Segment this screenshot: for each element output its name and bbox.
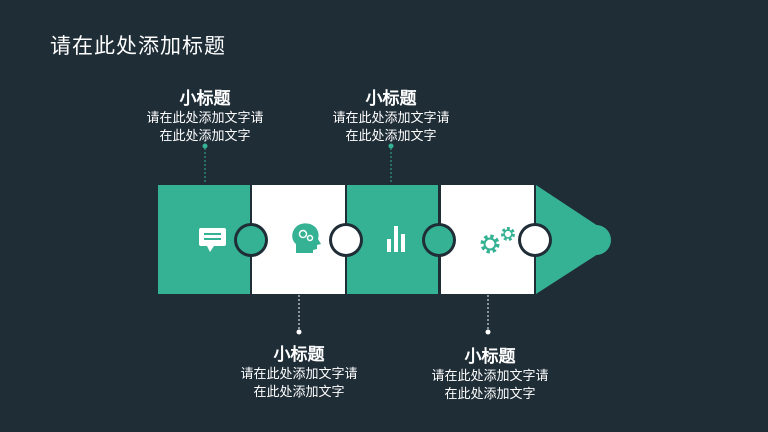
step-4-label: 小标题 请在此处添加文字请 在此处添加文字 xyxy=(415,346,565,404)
connector-dot-3 xyxy=(388,143,394,149)
arrow-tip xyxy=(581,225,611,255)
connector-dot-2 xyxy=(296,329,302,335)
step-2-text-line1: 请在此处添加文字请 xyxy=(240,367,358,382)
connector-dot-1 xyxy=(202,143,208,149)
connector-dot-4 xyxy=(485,329,491,335)
step-3-heading: 小标题 xyxy=(365,89,417,109)
puzzle-tab-2-fill xyxy=(332,226,360,254)
head-gears-icon xyxy=(292,223,321,253)
speech-bubble-icon xyxy=(199,228,226,252)
step-4-heading: 小标题 xyxy=(464,347,516,367)
puzzle-tab-1-fill xyxy=(237,226,265,254)
bar-chart-icon xyxy=(387,226,405,252)
step-1-text-line1: 请在此处添加文字请 xyxy=(146,111,264,126)
step-2-text-line2: 在此处添加文字 xyxy=(253,385,345,400)
puzzle-tab-4-fill xyxy=(521,226,549,254)
step-3-label: 小标题 请在此处添加文字请 在此处添加文字 xyxy=(316,88,466,146)
step-3-text-line1: 请在此处添加文字请 xyxy=(332,111,450,126)
step-2-label: 小标题 请在此处添加文字请 在此处添加文字 xyxy=(224,344,374,402)
step-1-heading: 小标题 xyxy=(179,89,231,109)
step-4-text-line1: 请在此处添加文字请 xyxy=(431,369,549,384)
step-2-heading: 小标题 xyxy=(273,345,325,365)
step-1-label: 小标题 请在此处添加文字请 在此处添加文字 xyxy=(130,88,280,146)
puzzle-tab-3-fill xyxy=(425,226,453,254)
step-4-text-line2: 在此处添加文字 xyxy=(444,387,536,402)
step-1-text-line2: 在此处添加文字 xyxy=(159,129,251,144)
page-title: 请在此处添加标题 xyxy=(50,34,226,58)
arrow-head xyxy=(536,185,598,294)
gears-icon xyxy=(480,227,515,254)
step-3-text-line2: 在此处添加文字 xyxy=(345,129,437,144)
